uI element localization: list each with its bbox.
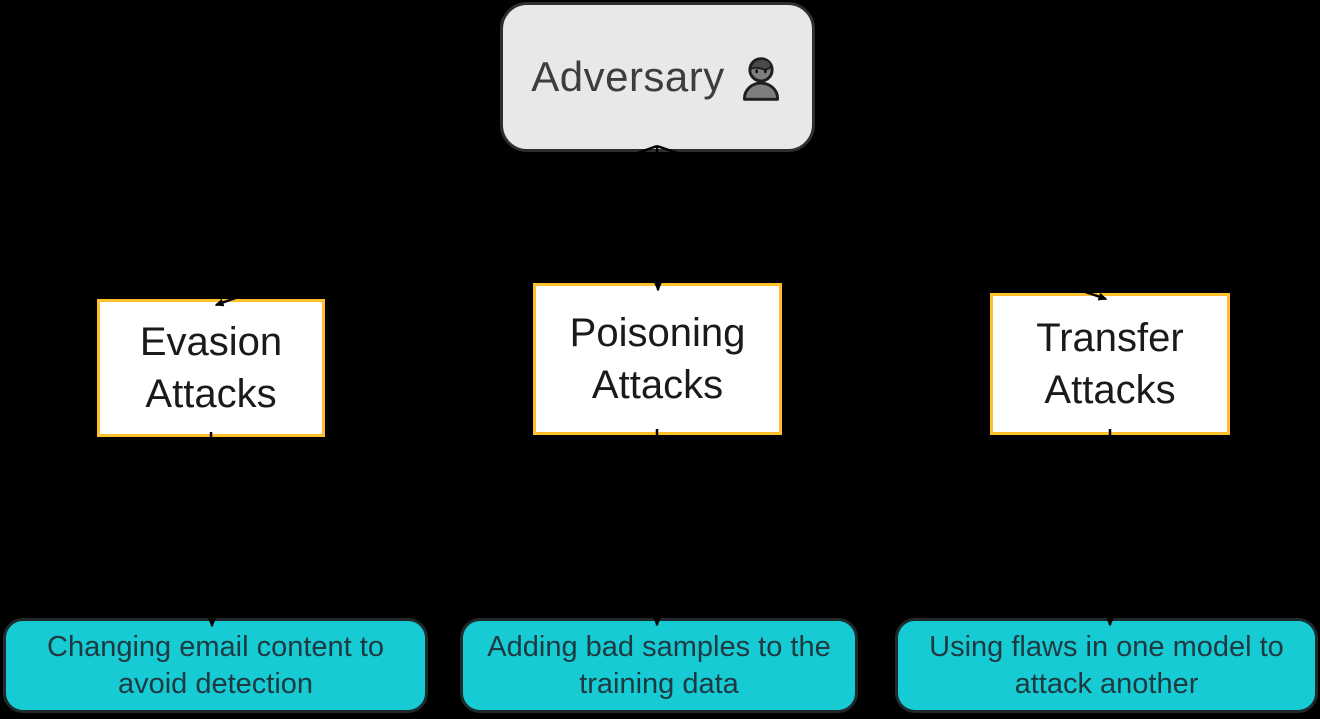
evasion-attacks-node: Evasion Attacks xyxy=(97,299,325,437)
adversary-node: Adversary xyxy=(500,2,815,152)
evasion-description-text: Changing email content to avoid detectio… xyxy=(47,630,384,700)
transfer-description-box: Using flaws in one model to attack anoth… xyxy=(895,618,1318,713)
connector-evasion-description xyxy=(207,431,216,628)
connector-adversary-transfer xyxy=(656,144,1108,301)
connector-adversary-evasion xyxy=(214,144,658,307)
evasion-description-box: Changing email content to avoid detectio… xyxy=(3,618,428,713)
adversary-label: Adversary xyxy=(531,53,725,100)
transfer-attacks-node: Transfer Attacks xyxy=(990,293,1230,435)
poisoning-attacks-label: Poisoning Attacks xyxy=(569,311,746,407)
transfer-attacks-label: Transfer Attacks xyxy=(1036,316,1184,412)
connector-adversary-poisoning xyxy=(653,145,662,292)
poisoning-description-text: Adding bad samples to the training data xyxy=(487,630,831,700)
evasion-attacks-label: Evasion Attacks xyxy=(139,320,283,416)
person-icon xyxy=(742,57,779,101)
transfer-description-text: Using flaws in one model to attack anoth… xyxy=(929,630,1284,700)
poisoning-attacks-node: Poisoning Attacks xyxy=(533,283,782,435)
poisoning-description-box: Adding bad samples to the training data xyxy=(460,618,858,713)
